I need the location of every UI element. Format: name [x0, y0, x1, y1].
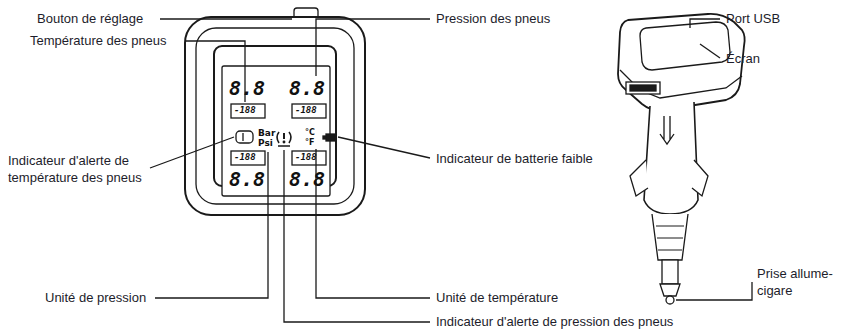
plug-edge [620, 70, 742, 98]
part-label: Température des pneus [30, 32, 167, 49]
temp-box [231, 151, 265, 165]
receiver-housing [185, 17, 365, 215]
pressure-alert-icon [283, 133, 285, 139]
pressure-alert-icon [283, 141, 285, 143]
leader-line [160, 18, 292, 19]
temperature-unit: °F [305, 139, 314, 147]
plug-tip [666, 296, 674, 304]
leader-line [316, 19, 430, 76]
lcd-digits: 8.8 [289, 169, 325, 189]
temp-alert-icon [242, 133, 243, 141]
part-label: Prise allume-cigare [757, 265, 845, 299]
lcd-digits: 8.8 [229, 169, 265, 189]
part-label: Pression des pneus [436, 10, 550, 27]
usb-port [630, 85, 656, 91]
leader-line [676, 282, 752, 300]
leader-line [700, 44, 720, 58]
lcd-digits: 8.8 [289, 78, 325, 98]
temp-box [292, 151, 326, 165]
part-label: Unité de pression [45, 289, 146, 306]
battery-icon [323, 136, 326, 139]
lcd-digits: -188 [295, 153, 317, 162]
temp-box [292, 104, 326, 118]
plug-thread [656, 226, 684, 250]
part-label: Indicateur d'alerte de pression des pneu… [436, 313, 673, 330]
leader-line [316, 149, 430, 298]
lcd-screen [222, 66, 330, 196]
pressure-unit: Psi [258, 139, 273, 148]
part-label: Bouton de réglage [37, 10, 143, 27]
plug-spring-clip [630, 160, 708, 196]
part-label: Unité de température [436, 289, 558, 306]
temp-box [231, 104, 265, 118]
part-label: Écran [726, 50, 760, 67]
temp-alert-icon [236, 131, 253, 143]
usb-port [626, 82, 660, 94]
part-label: Indicateur d'alerte de température des p… [8, 152, 150, 186]
battery-icon [326, 134, 335, 141]
lcd-digits: -188 [234, 106, 256, 115]
plug-neck [662, 260, 678, 284]
pressure-unit: Bar [258, 129, 275, 138]
plug-body [644, 102, 698, 214]
lcd-digits: -188 [234, 153, 256, 162]
plug-screen [640, 22, 730, 70]
receiver-bezel [196, 28, 354, 204]
plug-barrel [652, 214, 688, 260]
lcd-digits: -188 [295, 106, 317, 115]
plug-tip [660, 284, 680, 296]
lcd-digits: 8.8 [229, 78, 265, 98]
plug-head [618, 14, 745, 111]
usb-symbol [660, 116, 674, 144]
pressure-alert-icon [277, 132, 291, 146]
part-label: Port USB [726, 10, 780, 27]
leader-line [690, 19, 720, 28]
leader-line [284, 150, 430, 322]
leader-line [338, 137, 430, 158]
part-label: Indicateur de batterie faible [436, 150, 593, 167]
leader-line [155, 152, 268, 298]
leader-line [150, 137, 234, 168]
temperature-unit: °C [305, 129, 315, 137]
